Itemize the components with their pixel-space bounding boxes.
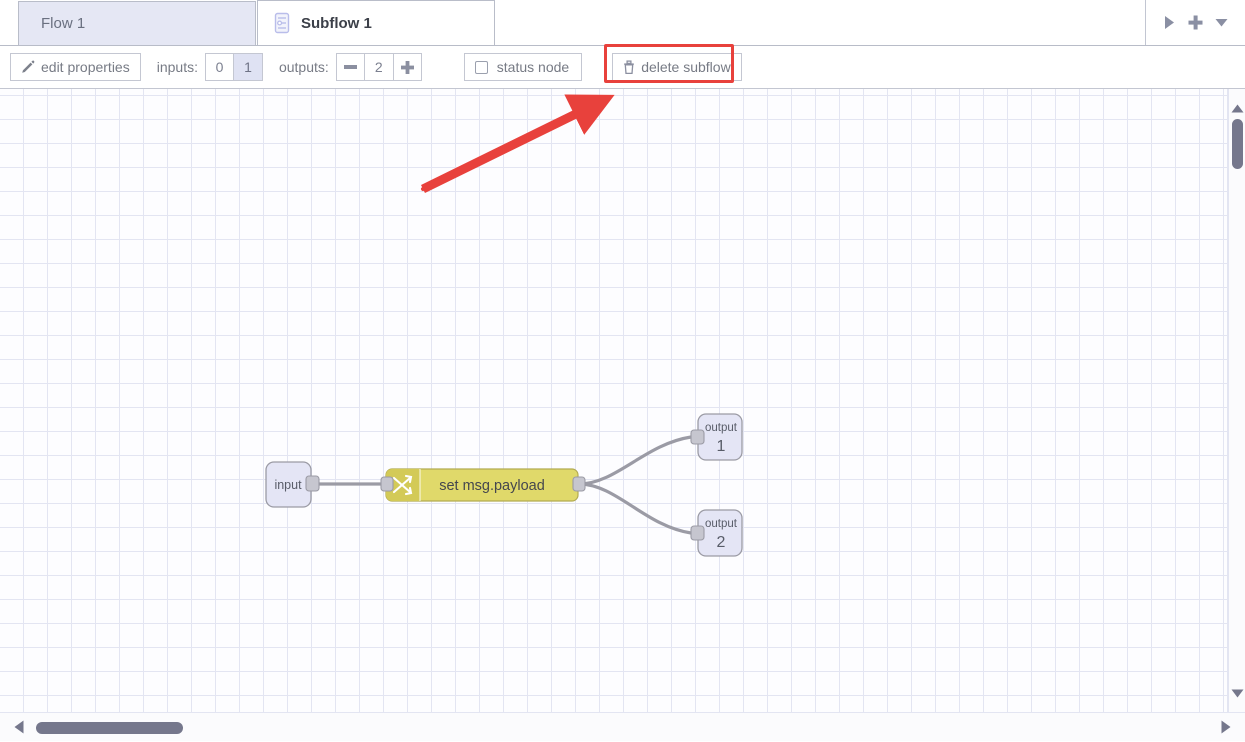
delete-subflow-button[interactable]: delete subflow	[612, 53, 742, 81]
port-input-output	[305, 475, 320, 492]
horizontal-scrollbar[interactable]	[0, 712, 1245, 741]
node-change[interactable]: set msg.payload	[380, 468, 586, 502]
delete-subflow-label: delete subflow	[641, 59, 731, 75]
scroll-left-icon[interactable]	[8, 716, 30, 738]
port-change-input	[380, 476, 394, 492]
inputs-option-0[interactable]: 0	[205, 54, 234, 80]
scroll-right-icon[interactable]	[1158, 12, 1180, 34]
scroll-down-icon[interactable]	[1229, 685, 1245, 702]
status-node-label: status node	[496, 59, 570, 75]
horizontal-scrollbar-track[interactable]	[30, 713, 1215, 742]
horizontal-scrollbar-thumb[interactable]	[36, 721, 183, 734]
shuffle-icon	[392, 474, 413, 496]
outputs-label: outputs:	[278, 59, 329, 75]
port-output-1-input	[690, 429, 705, 445]
trash-icon	[623, 60, 635, 74]
port-output-2-input	[690, 525, 705, 541]
node-subflow-output-2[interactable]: output 2	[690, 509, 743, 557]
tab-flow-1[interactable]: Flow 1	[18, 1, 256, 45]
outputs-value: 2	[363, 53, 394, 81]
outputs-increment-button[interactable]	[392, 53, 422, 81]
vertical-scrollbar[interactable]	[1228, 89, 1245, 712]
tab-controls	[1145, 0, 1245, 45]
vertical-scrollbar-thumb[interactable]	[1232, 119, 1243, 169]
node-output-2-number: 2	[717, 534, 726, 551]
flow-canvas[interactable]: input set msg.payload	[0, 89, 1228, 712]
node-output-1-number: 1	[717, 438, 726, 455]
delete-subflow-wrapper: delete subflow	[604, 44, 742, 83]
status-node-checkbox[interactable]	[474, 60, 488, 74]
node-subflow-input[interactable]: input	[265, 461, 320, 508]
pencil-icon	[21, 60, 35, 74]
edit-properties-button[interactable]: edit properties	[10, 53, 141, 81]
edit-properties-label: edit properties	[41, 59, 130, 75]
link-change-to-output1[interactable]	[578, 435, 692, 486]
add-tab-icon[interactable]	[1184, 12, 1206, 34]
outputs-decrement-button[interactable]	[335, 53, 365, 81]
status-node-button[interactable]: status node	[463, 53, 583, 81]
node-output-1-label: output	[705, 422, 738, 434]
tab-bar: Flow 1 Subflow 1	[0, 0, 1245, 46]
node-change-label: set msg.payload	[439, 478, 545, 494]
scroll-up-icon[interactable]	[1229, 100, 1245, 117]
subflow-toolbar: edit properties inputs: 0 1 outputs: 2 s…	[0, 44, 1245, 89]
tab-subflow-1-label: Subflow 1	[301, 14, 372, 32]
tab-subflow-1[interactable]: Subflow 1	[257, 0, 495, 45]
scroll-right-icon-bottom[interactable]	[1215, 716, 1237, 738]
node-input-label: input	[274, 478, 302, 492]
inputs-segmented-control: 0 1	[204, 53, 263, 81]
tabs-strip: Flow 1 Subflow 1	[0, 0, 1145, 45]
outputs-stepper: 2	[335, 53, 422, 81]
inputs-option-1[interactable]: 1	[233, 54, 262, 80]
node-output-2-label: output	[705, 518, 738, 530]
inputs-label: inputs:	[156, 59, 198, 75]
link-change-to-output2[interactable]	[578, 482, 692, 535]
node-subflow-output-1[interactable]: output 1	[690, 413, 743, 461]
tab-flow-1-label: Flow 1	[41, 15, 86, 32]
subflow-icon	[272, 12, 292, 34]
tab-menu-chevron-icon[interactable]	[1211, 12, 1233, 34]
port-change-output	[572, 476, 586, 492]
